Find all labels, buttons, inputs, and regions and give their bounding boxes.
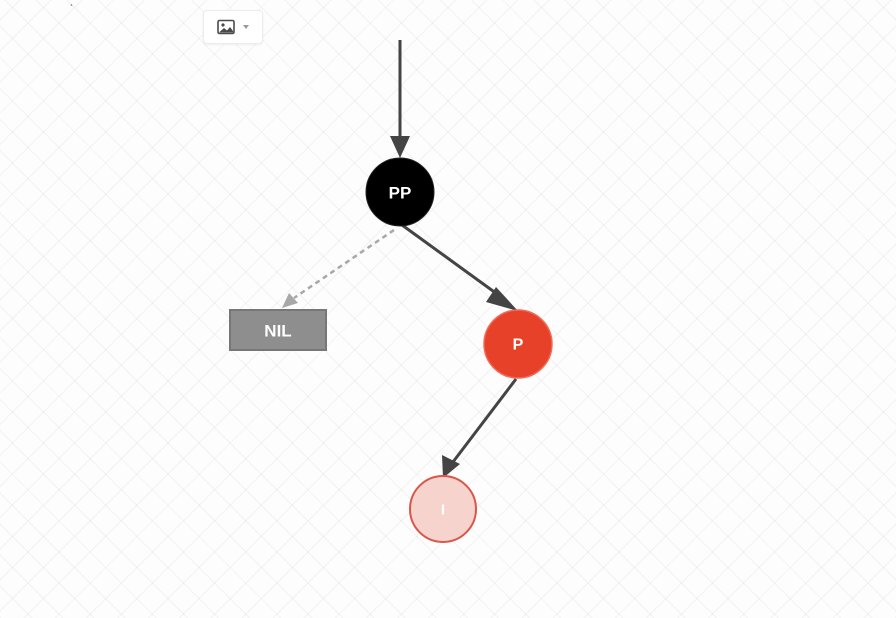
corner-mark: ¸ <box>70 0 74 7</box>
node-p[interactable]: P <box>483 309 553 379</box>
node-nil[interactable]: NIL <box>229 309 327 351</box>
chevron-down-icon[interactable] <box>243 25 249 29</box>
edge-root-to-pp <box>390 40 410 158</box>
node-pp[interactable]: PP <box>365 157 435 227</box>
image-icon <box>217 19 235 35</box>
edge-p-to-i <box>442 378 518 478</box>
edge-pp-to-nil-dashed <box>282 228 395 308</box>
insert-image-button[interactable] <box>203 10 263 44</box>
node-p-label: P <box>513 337 524 354</box>
node-pp-label: PP <box>389 184 412 203</box>
node-nil-label: NIL <box>264 322 291 341</box>
edge-pp-to-p <box>401 223 518 311</box>
node-i[interactable]: I <box>409 475 477 543</box>
node-i-label: I <box>441 502 445 519</box>
